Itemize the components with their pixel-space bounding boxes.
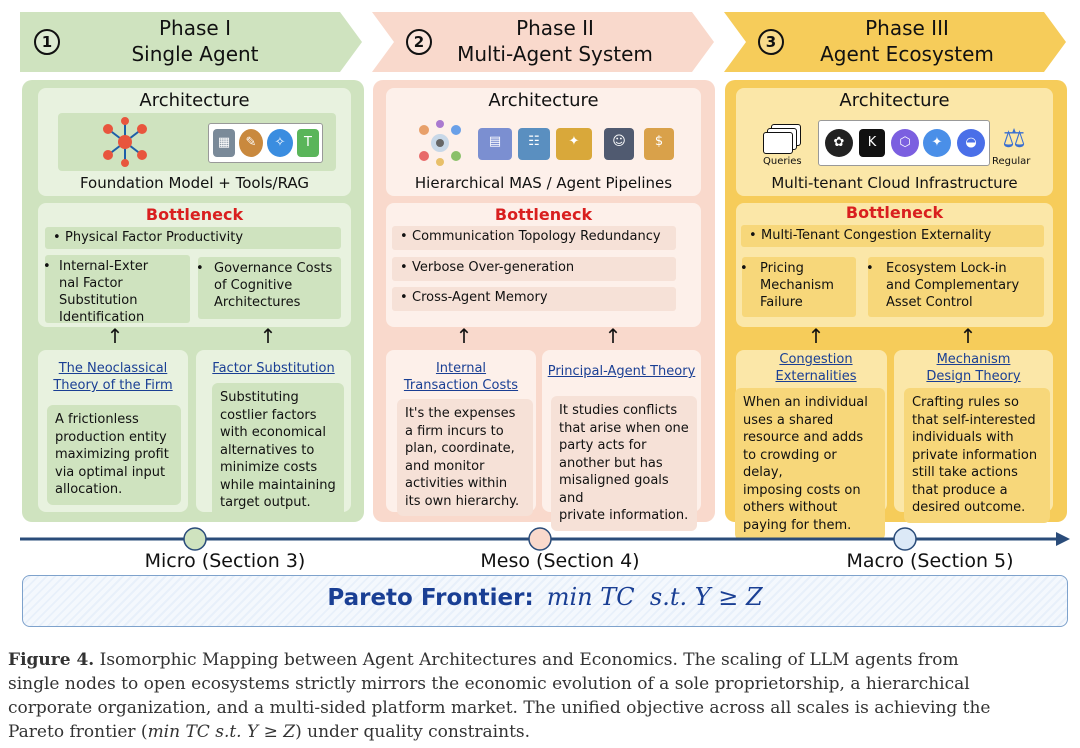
compass-icon: ✧ — [267, 129, 293, 157]
phase-2-bullet-1: •Communication Topology Redundancy — [392, 226, 676, 250]
hexagon-logo-icon: ⬡ — [891, 129, 919, 157]
palette-icon: ✎ — [239, 129, 263, 157]
phase-2-architecture-title: Architecture — [488, 90, 599, 111]
phase-1-arrow-left: ↑ — [106, 324, 124, 348]
translate-icon: T — [297, 129, 319, 157]
phase-2-architecture-caption: Hierarchical MAS / Agent Pipelines — [414, 174, 673, 192]
phase-1-theory-right-title: Factor Substitution — [212, 361, 335, 376]
queries-icon — [763, 124, 803, 156]
neural-network-icon — [103, 117, 147, 167]
people-network-icon — [419, 120, 461, 166]
pareto-label: Pareto Frontier: — [327, 585, 534, 611]
pareto-formula: min TC s.t. Y ≥ Z — [546, 583, 763, 611]
money-icon: $ — [644, 128, 674, 160]
phase-1-bullet-1: •Physical Factor Productivity — [45, 227, 341, 249]
phase-1-architecture-caption: Foundation Model + Tools/RAG — [79, 174, 310, 192]
regular-label: Regular — [992, 156, 1031, 167]
tools-icon-group: ▦ ✎ ✧ T — [208, 123, 323, 163]
phase-1-architecture-title: Architecture — [139, 90, 250, 111]
phase-3-architecture-caption: Multi-tenant Cloud Infrastructure — [771, 174, 1018, 192]
phase-2-theory-right-title: Principal-Agent Theory — [547, 364, 696, 379]
calculator-icon: ▦ — [213, 129, 235, 157]
phase-3-architecture-title: Architecture — [839, 90, 950, 111]
phase-2-number: 2 — [406, 29, 432, 55]
gemini-icon: ✦ — [923, 129, 951, 157]
meso-label: Meso (Section 4) — [480, 550, 640, 572]
pareto-frontier-box: Pareto Frontier: min TC s.t. Y ≥ Z — [22, 575, 1068, 627]
team-icon: ☷ — [518, 128, 550, 160]
k-logo-icon: K — [859, 129, 885, 157]
openai-icon: ✿ — [825, 129, 853, 157]
phase-1-number: 1 — [34, 29, 60, 55]
analyst-icon: ▤ — [478, 128, 512, 160]
phase-3-number: 3 — [758, 29, 784, 55]
phase-2-arrow-left: ↑ — [455, 324, 473, 348]
phase-3-bottleneck-title: Bottleneck — [845, 203, 944, 222]
figure-caption: Figure 4. Isomorphic Mapping between Age… — [8, 650, 991, 742]
llm-provider-icon-group: ✿ K ⬡ ✦ ◒ — [818, 120, 990, 166]
phase-2-bullet-2: •Verbose Over-generation — [392, 257, 676, 281]
manager-icon: ☺ — [604, 128, 634, 160]
phase-2-arrow-right: ↑ — [604, 324, 622, 348]
phase-3-arrow-right: ↑ — [959, 324, 977, 348]
scales-icon: ⚖ — [1002, 124, 1026, 154]
queries-label: Queries — [763, 156, 802, 167]
phase-2-icon-strip: ▤ ☷ ✦ ☺ $ — [406, 118, 684, 168]
phase-1-bottleneck-title: Bottleneck — [145, 205, 244, 224]
scale-axis — [20, 527, 1070, 551]
phase-3-bullet-1: •Multi-Tenant Congestion Externality — [741, 225, 1044, 247]
phase-1-arrow-right: ↑ — [259, 324, 277, 348]
micro-label: Micro (Section 3) — [144, 550, 306, 572]
celebrate-icon: ✦ — [556, 128, 592, 160]
phase-2-bottleneck-title: Bottleneck — [494, 205, 593, 224]
phase-2-bullet-3: •Cross-Agent Memory — [392, 287, 676, 311]
phase-header-banners — [20, 12, 1066, 72]
macro-label: Macro (Section 5) — [846, 550, 1014, 572]
whale-icon: ◒ — [957, 129, 985, 157]
phase-3-arrow-left: ↑ — [807, 324, 825, 348]
